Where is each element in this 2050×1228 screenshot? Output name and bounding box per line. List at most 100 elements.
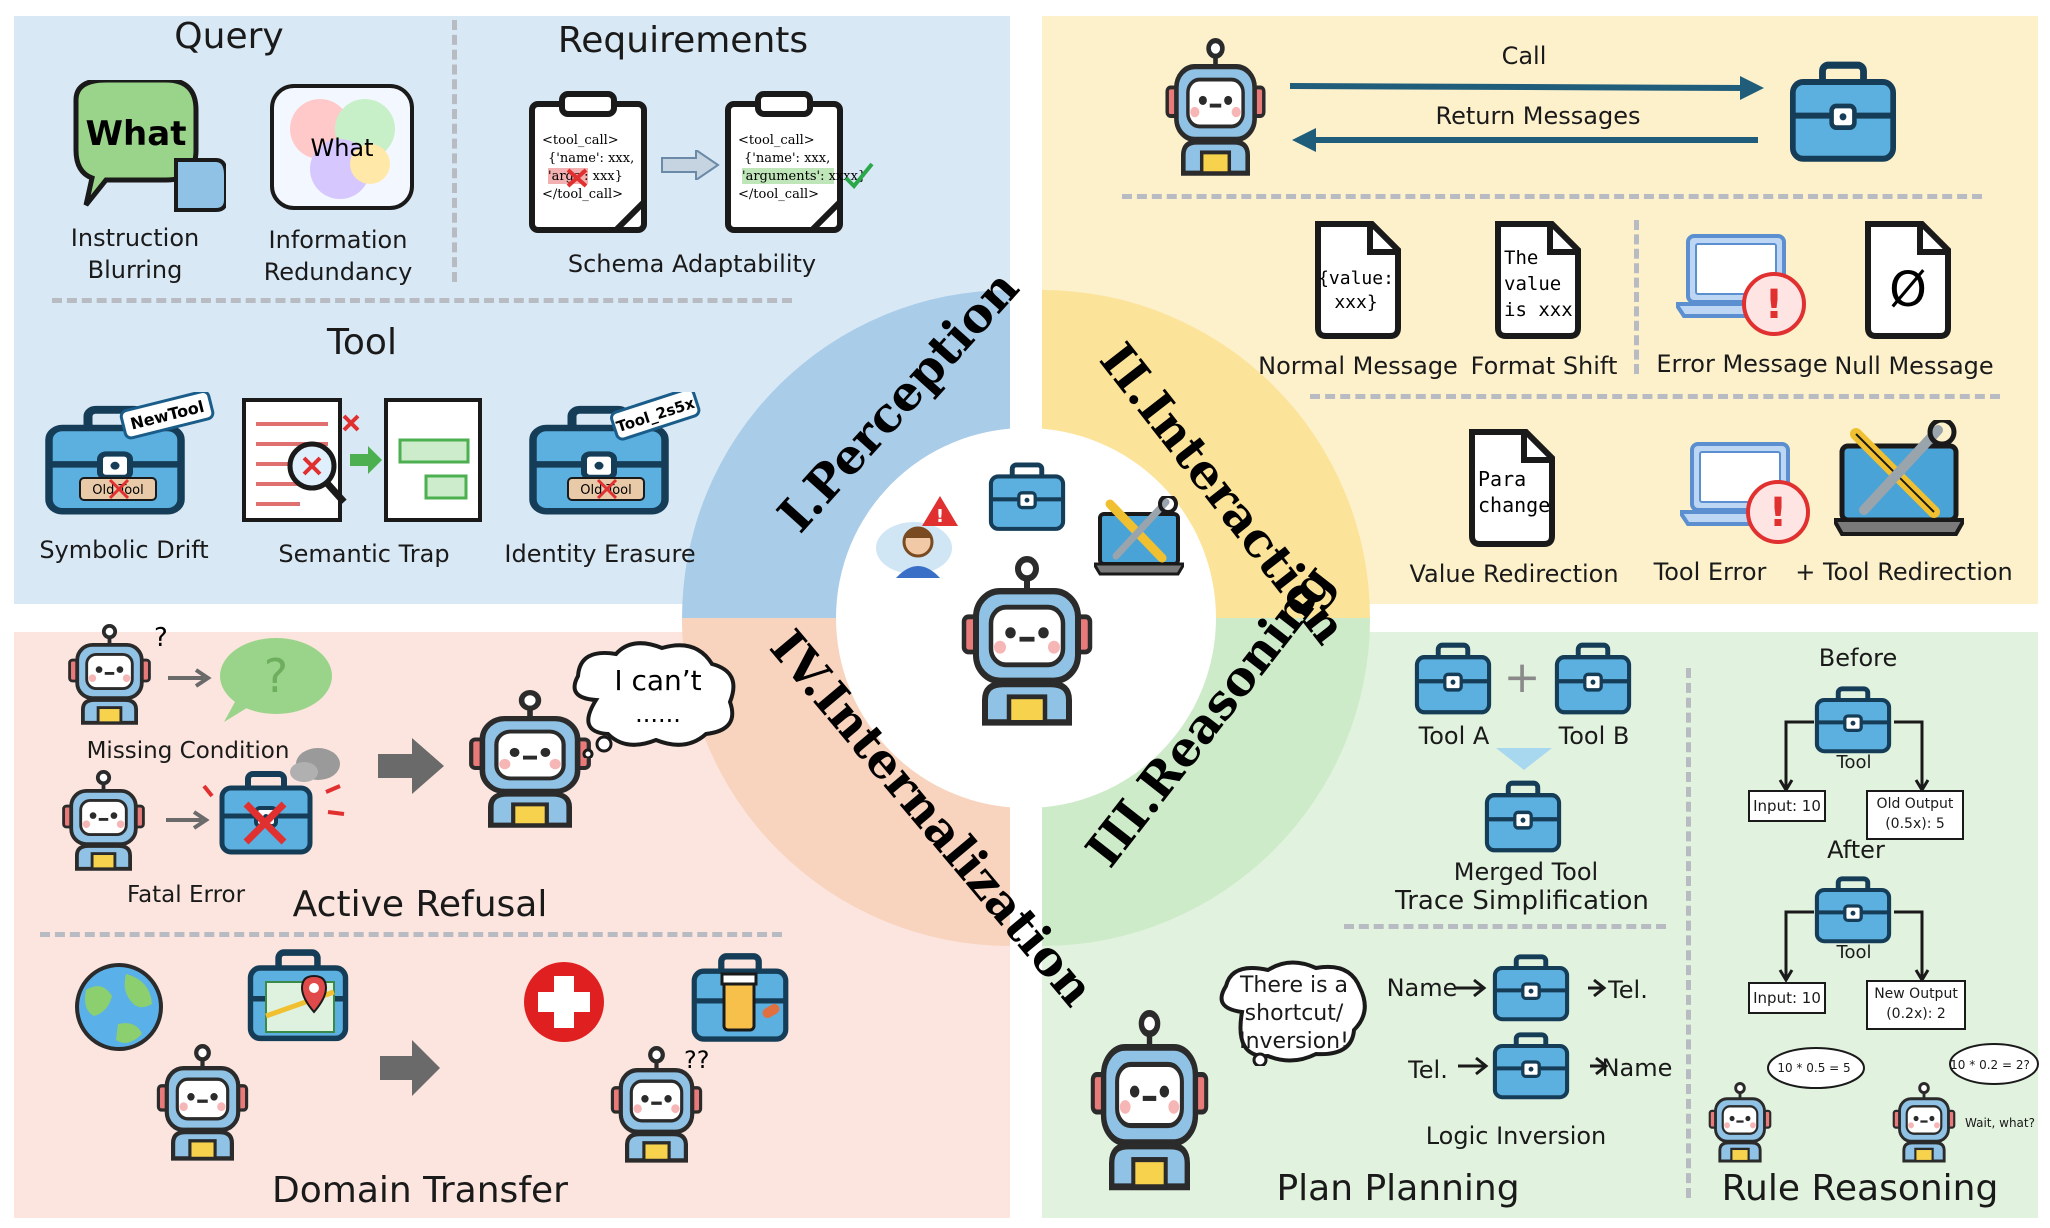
input-box: Input: 10 [1748,790,1826,822]
svg-text:?: ? [154,624,168,653]
svg-text:Ø: Ø [1889,262,1927,318]
missing-condition-label: Missing Condition [86,738,290,764]
svg-text:is xxx: is xxx [1504,299,1573,321]
flow-arrows [1458,1056,1609,1076]
tel-input-label: Tel. [1408,1056,1448,1084]
svg-text:{value:: {value: [1318,268,1394,289]
speech-bubbles-icon: What [73,80,226,212]
blurred-what-icon: What [270,84,414,210]
plus-sign: + [1503,652,1541,703]
information-redundancy-label: Information Redundancy [263,226,413,286]
question-bubble-icon: ? [220,638,332,722]
person-alert-icon: ! [876,496,958,578]
svg-text:{'name': xxx,: {'name': xxx, [548,151,634,166]
divider [1344,924,1666,929]
svg-text:{'name': xxx,: {'name': xxx, [744,151,830,166]
medical-cross-icon [524,962,604,1042]
name-input-label: Name [1386,974,1458,1002]
svg-text:!: ! [936,506,944,527]
input-box: Input: 10 [1748,982,1826,1014]
toolbox-icon [1490,1030,1574,1102]
svg-text:</tool_call>: </tool_call> [542,187,623,202]
svg-text:'arguments': xxxx}: 'arguments': xxxx} [742,169,866,184]
robot-shocked-icon [1892,1082,1956,1163]
toolbox-new-tool-icon: NewTool Old Tool [40,392,215,522]
toolbox-icon [986,460,1068,532]
robot-sad-icon [61,770,146,871]
return-messages-label: Return Messages [1435,102,1641,130]
svg-text:What: What [86,114,187,154]
svg-text:??: ?? [684,1046,709,1074]
laptop-error-icon: ! [1676,234,1806,336]
divider [1310,394,2000,399]
toolbox-b-icon [1552,640,1636,718]
svg-text:change: change [1478,493,1550,517]
toolbox-icon [1786,58,1902,162]
plan-planning-label: Plan Planning [1276,1168,1520,1209]
divider [52,298,792,303]
query-heading: Query [174,16,284,57]
svg-text:!: ! [1765,282,1783,328]
svg-text:!: ! [1769,490,1787,536]
svg-text:value: value [1504,273,1561,295]
calc-after: 10 * 0.2 = 2? [1950,1058,2030,1072]
tel-output-label: Tel. [1608,976,1648,1004]
thought-bubble [1767,1047,1865,1089]
svg-text:<tool_call>: <tool_call> [738,133,815,148]
laptop-error-icon: ! [1680,442,1810,544]
center-robot-icon [952,556,1102,726]
tool-error-label: Tool Error [1653,558,1767,586]
laptop-tools-icon [1834,420,1964,536]
document-icon: {value: xxx} [1312,220,1408,342]
toolbox-a-icon [1412,640,1496,718]
globe-icon [75,963,163,1051]
semantic-trap-label: Semantic Trap [278,540,450,568]
tool-b-label: Tool B [1558,722,1630,750]
new-output-box: New Output (0.2x): 2 [1866,980,1966,1030]
merged-tool-label: Merged Tool [1453,858,1599,886]
identity-erasure-label: Identity Erasure [504,540,696,568]
medicine-toolbox-icon [688,950,794,1046]
clipboard-before-icon: <tool_call> {'name': xxx, 'args': xxx} <… [524,90,654,236]
normal-message-label: Normal Message [1258,352,1458,380]
document-icon: Para change [1466,428,1562,550]
laptop-tools-icon [1094,496,1184,576]
value-redirection-label: Value Redirection [1409,560,1619,588]
svg-text:Para: Para [1478,467,1526,491]
big-arrow-icon [380,1040,440,1096]
toolbox-renamed-icon: Tool_2s5x Old Tool [524,392,701,522]
robot-icon [1082,1010,1218,1200]
shortcut-bubble-text: There is a shortcut/ Inversion! [1239,973,1349,1054]
old-output-box: Old Output (0.5x): 5 [1866,790,1964,840]
robot-confused-icon: ?? [604,1046,709,1164]
symbolic-drift-label: Symbolic Drift [39,536,209,564]
svg-text:The: The [1504,247,1538,269]
merge-arrow-icon [1496,748,1552,770]
svg-text:?: ? [264,649,288,703]
clipboard-after-icon: <tool_call> {'name': xxx, 'arguments': x… [720,90,874,236]
arrow-icon [168,668,212,688]
document-icon: Ø [1862,220,1958,342]
divider [1686,668,1691,1198]
name-output-label: Name [1601,1054,1673,1082]
svg-text:What: What [310,134,373,162]
before-label: Before [1818,644,1898,672]
tool-label: Tool [1836,752,1872,773]
format-shift-label: Format Shift [1470,352,1618,380]
logic-inversion-label: Logic Inversion [1425,1122,1607,1150]
divider [1634,220,1639,374]
divider [40,932,782,937]
call-label: Call [1501,42,1547,70]
fatal-error-label: Fatal Error [126,882,246,908]
robot-icon [1708,1082,1772,1163]
merged-toolbox-icon [1482,778,1566,856]
error-message-label: Error Message [1656,350,1828,378]
requirements-heading: Requirements [557,20,809,61]
tool-redirection-label: + Tool Redirection [1795,558,2013,586]
robot-happy-icon [150,1044,260,1162]
svg-text:xxx}: xxx} [1334,292,1377,313]
divider [452,20,457,282]
shortcut-bubble [1219,960,1367,1066]
instruction-blurring-label: Instruction Blurring [70,224,200,284]
thought-bubble [1949,1043,2039,1085]
